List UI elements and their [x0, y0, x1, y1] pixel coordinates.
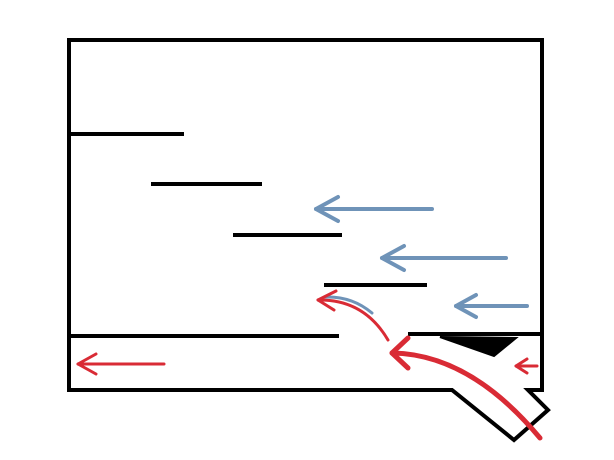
black-triangle-deflector: [439, 336, 519, 358]
blue-arrows: [314, 195, 529, 319]
red-arrow-curved-thin: [316, 289, 390, 342]
red-arrows: [76, 289, 543, 441]
blue-arrow-left-3: [454, 293, 529, 319]
red-curved-flow-arrow: [389, 335, 543, 441]
red-arrow-inlet-small: [514, 357, 539, 375]
shelves: [67, 132, 427, 287]
blue-arrow-left-2: [380, 244, 508, 272]
structure: [67, 38, 551, 443]
blue-curve-stroke: [323, 295, 374, 315]
red-arrow-channel-left: [76, 352, 166, 376]
blue-arrow-left-1: [314, 195, 434, 223]
